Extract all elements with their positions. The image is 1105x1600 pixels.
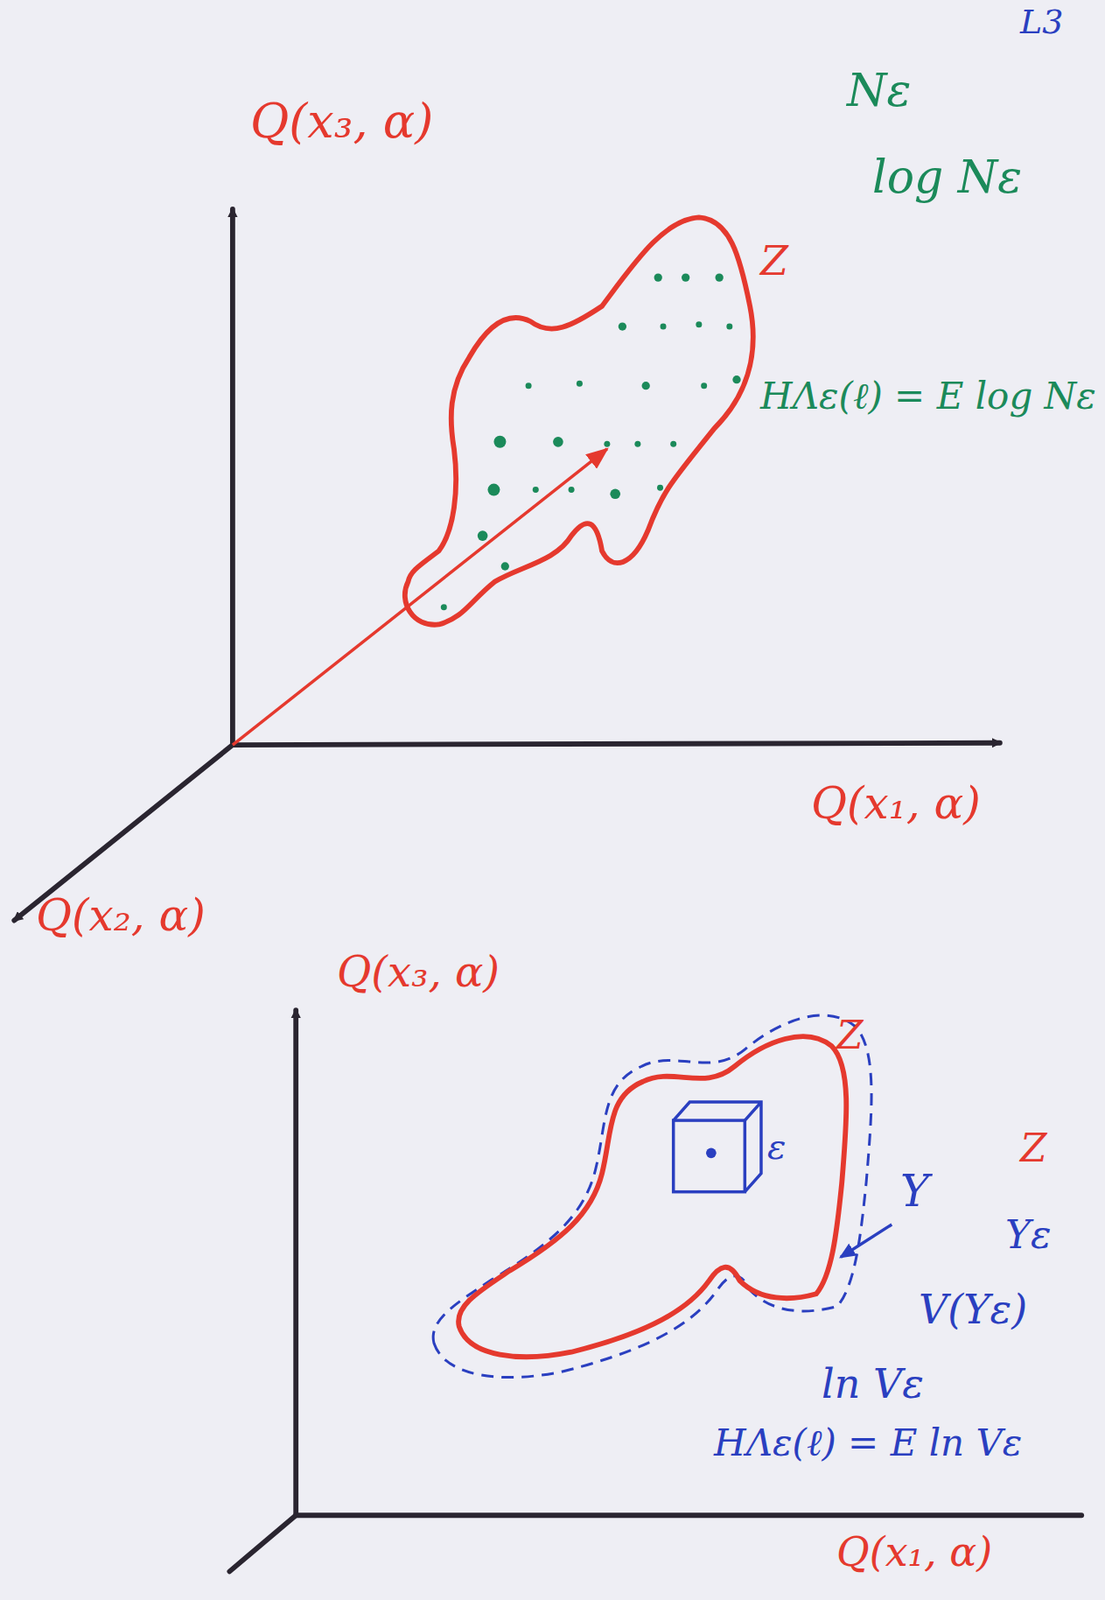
- axis-label: Q(x₃, α): [336, 949, 500, 994]
- set-label: Z: [1020, 1127, 1048, 1168]
- formula-text: ln Vε: [821, 1362, 924, 1405]
- axis-label: Q(x₃, α): [250, 97, 434, 147]
- formula-text: HΛε(ℓ) = E log Nε: [760, 377, 1097, 416]
- page-number: L3: [1020, 5, 1064, 41]
- set-label: Z: [836, 1014, 864, 1056]
- axis-label: Q(x₁, α): [811, 780, 981, 827]
- cube-size-label: ε: [767, 1127, 786, 1165]
- formula-text: Nε: [846, 66, 911, 115]
- axis-label: Q(x₂, α): [35, 892, 206, 939]
- axis-label: Q(x₁, α): [836, 1530, 993, 1573]
- formula-text: V(Yε): [918, 1287, 1028, 1330]
- set-label: Y: [900, 1167, 930, 1215]
- set-label: Yε: [1005, 1214, 1052, 1255]
- set-label: Z: [760, 239, 789, 282]
- formula-text: log Nε: [872, 153, 1022, 202]
- formula-text: HΛε(ℓ) = E ln Vε: [713, 1423, 1022, 1462]
